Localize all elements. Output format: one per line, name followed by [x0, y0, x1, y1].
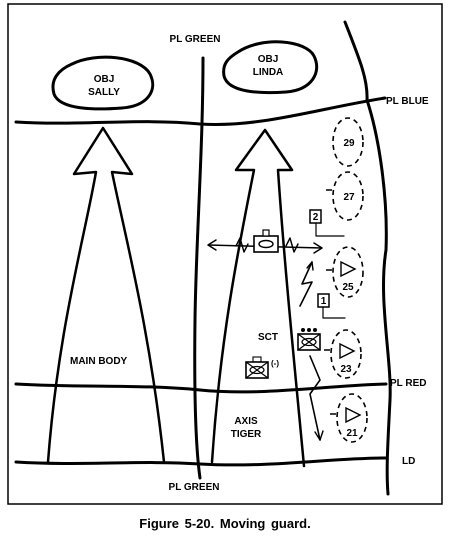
moving-guard-diagram: OBJ SALLY OBJ LINDA 29 27 25 23 21 2 — [7, 3, 443, 505]
obj-linda-line1: OBJ — [258, 54, 279, 65]
obj-linda-line2: LINDA — [253, 67, 284, 78]
center-boundary — [193, 56, 205, 480]
pl-green-top-label: PL GREEN — [170, 34, 221, 45]
pl-red-label: PL RED — [390, 378, 427, 389]
reduced-unit-symbol — [245, 356, 269, 379]
svg-text:23: 23 — [340, 364, 352, 375]
command-vehicle-symbol — [207, 229, 323, 254]
figure-caption: Figure 5-20. Moving guard. — [139, 516, 311, 531]
svg-text:29: 29 — [343, 138, 355, 149]
svg-text:27: 27 — [343, 192, 355, 203]
reduced-label: (-) — [271, 359, 279, 368]
svg-text:2: 2 — [313, 212, 319, 223]
bolt-head-upper — [306, 261, 314, 271]
obj-linda-outline — [222, 40, 319, 95]
unit-box-1: 1 — [317, 293, 346, 319]
scout-unit-symbol — [297, 328, 321, 351]
unit-box-2: 2 — [309, 209, 345, 237]
axis-tiger-arrow — [210, 128, 306, 468]
pl-red-line — [14, 382, 388, 394]
bp-23: 23 — [324, 329, 362, 379]
obj-sally-line1: OBJ — [94, 74, 115, 85]
link-bolt-upper — [299, 261, 313, 307]
bp-21: 21 — [330, 393, 368, 443]
link-bolt-lower — [309, 355, 321, 441]
svg-text:21: 21 — [346, 428, 358, 439]
ld-label: LD — [402, 456, 415, 467]
pl-blue-label: PL BLUE — [386, 96, 429, 107]
sct-label: SCT — [258, 332, 278, 343]
bp-25: 25 — [326, 246, 364, 298]
pl-blue-line — [14, 96, 387, 127]
axis-tiger-line1: AXIS — [234, 416, 258, 427]
svg-text:25: 25 — [342, 282, 354, 293]
pl-green-bottom-label: PL GREEN — [169, 482, 220, 493]
obj-sally-outline — [51, 55, 155, 111]
obj-sally-line2: SALLY — [88, 87, 120, 98]
bp-29: 29 — [332, 117, 364, 167]
right-boundary — [343, 20, 392, 496]
axis-tiger-line2: TIGER — [231, 429, 262, 440]
main-body-label: MAIN BODY — [70, 356, 128, 367]
main-body-axis-arrow — [46, 126, 166, 464]
diagram-frame — [7, 3, 443, 505]
bp-27: 27 — [326, 171, 364, 221]
bolt-head-lower — [314, 430, 324, 441]
svg-text:1: 1 — [321, 296, 327, 307]
ld-line — [14, 456, 388, 467]
